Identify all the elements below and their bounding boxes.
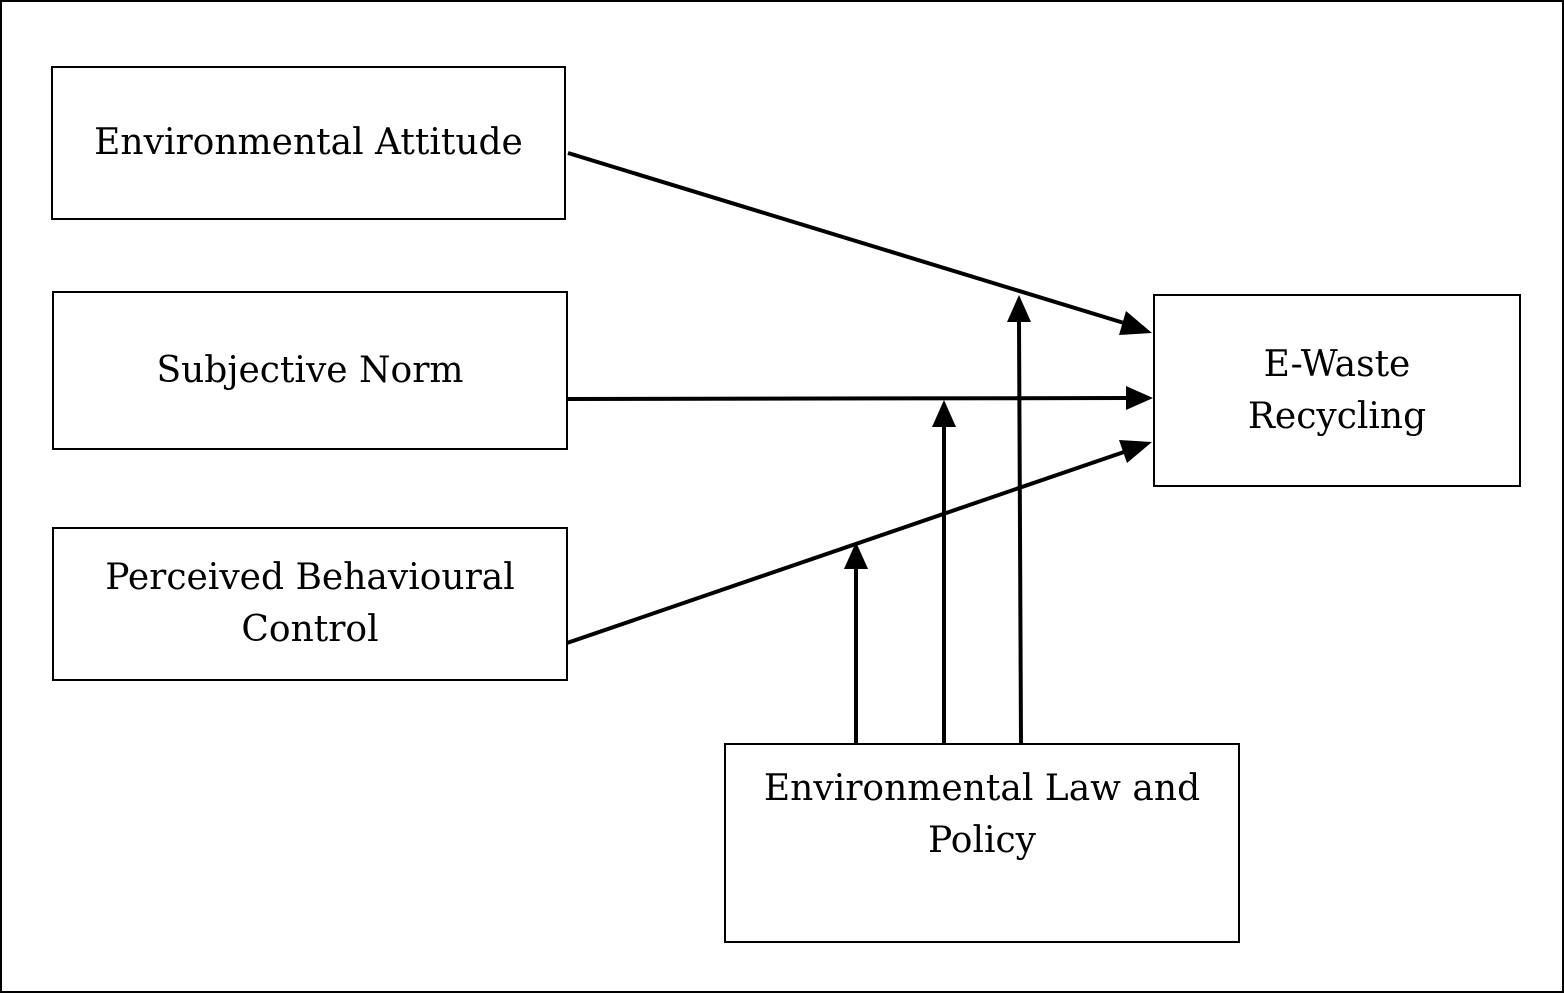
node-label-line: Subjective Norm [156, 349, 464, 391]
arrowhead-norm-to-ewaste [1126, 386, 1153, 410]
node-environmental-attitude: Environmental Attitude [51, 66, 566, 220]
node-label-line: Control [241, 609, 379, 650]
node-label-line: Policy [928, 820, 1036, 861]
moderator-arrowhead-to-attitude-path [1007, 295, 1031, 322]
node-perceived-behavioural-control: Perceived Behavioural Control [52, 527, 568, 681]
node-subjective-norm: Subjective Norm [52, 291, 568, 450]
node-label-line: E-Waste [1263, 343, 1411, 385]
moderator-arrowhead-to-norm-path [932, 400, 956, 427]
moderator-arrowhead-to-pbc-path [844, 542, 868, 569]
arrowhead-attitude-to-ewaste [1119, 311, 1152, 335]
arrow-norm-to-ewaste [566, 396, 1127, 401]
arrow-attitude-to-ewaste [567, 151, 1125, 325]
node-label-line: Perceived Behavioural [105, 557, 515, 598]
node-label-line: Recycling [1247, 395, 1427, 437]
moderator-arrow-to-attitude-path [1017, 320, 1023, 744]
node-label-line: Environmental Law and [763, 768, 1201, 809]
node-environmental-law-and-policy: Environmental Law and Policy [724, 743, 1240, 943]
arrow-pbc-to-ewaste [566, 450, 1125, 645]
node-label-line: Environmental Attitude [94, 122, 523, 163]
arrowhead-pbc-to-ewaste [1119, 440, 1152, 463]
node-ewaste-recycling: E-Waste Recycling [1153, 294, 1521, 487]
